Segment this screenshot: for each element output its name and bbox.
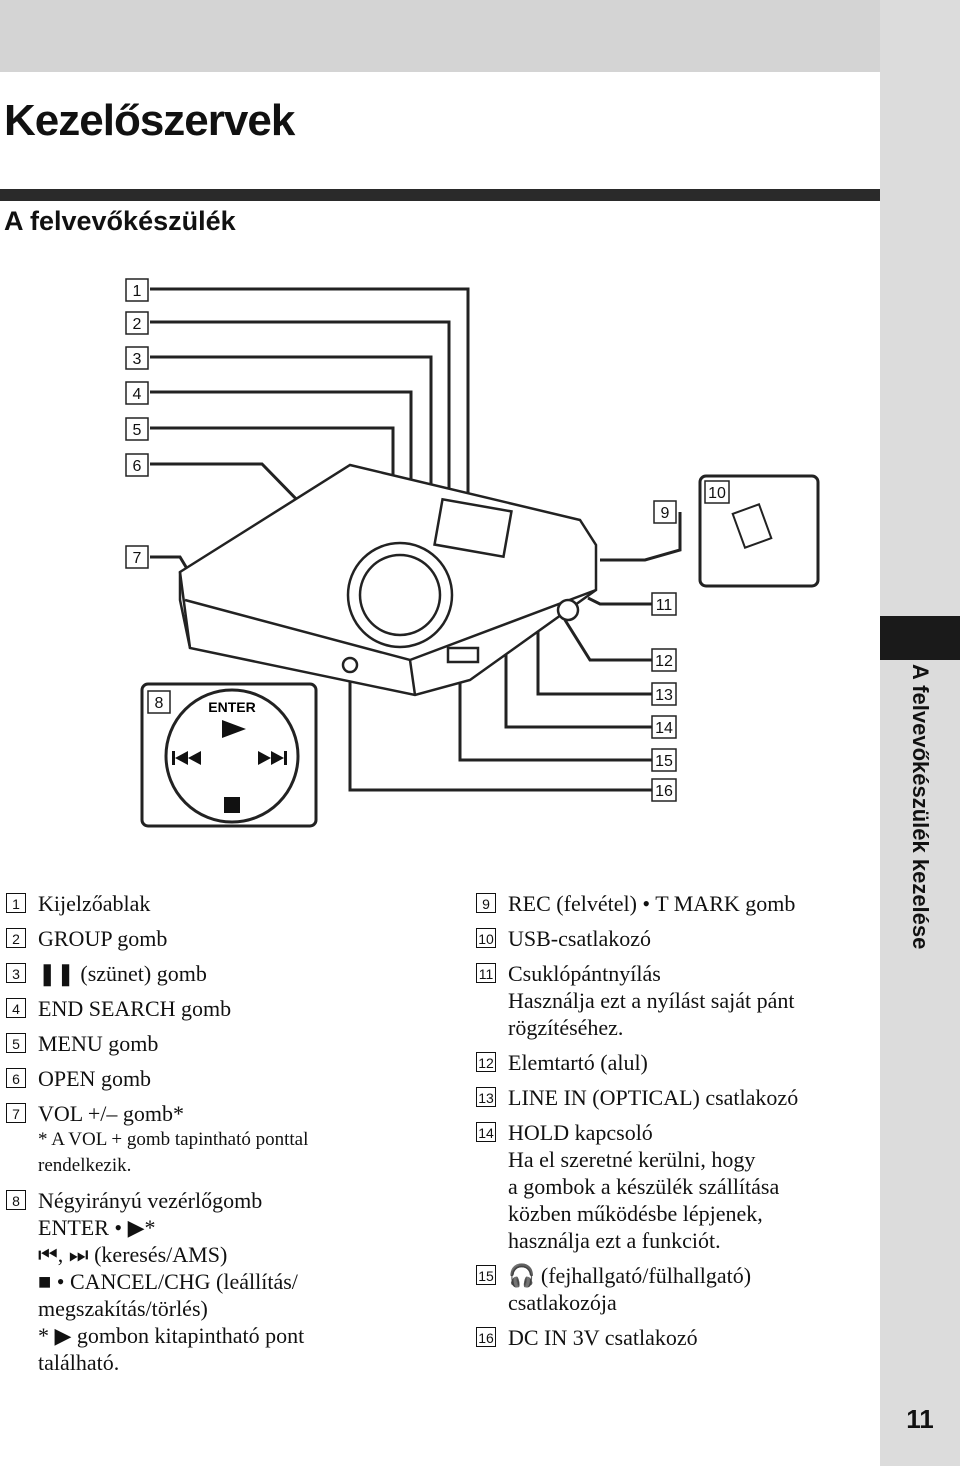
control-pad-inset: ENTER <box>140 682 318 828</box>
svg-text:10: 10 <box>708 485 726 502</box>
svg-text:1: 1 <box>133 283 142 300</box>
svg-text:14: 14 <box>655 720 673 737</box>
svg-text:5: 5 <box>133 422 142 439</box>
svg-text:2: 2 <box>133 316 142 333</box>
svg-text:9: 9 <box>661 505 670 522</box>
device-illustration: ENTER 1 2 3 4 5 6 7 8 9 10 11 12 13 14 1… <box>125 278 820 828</box>
title-rule <box>0 189 880 201</box>
svg-text:11: 11 <box>656 597 673 614</box>
svg-text:7: 7 <box>133 550 142 567</box>
svg-text:8: 8 <box>155 695 164 712</box>
list-item: 15🎧 (fejhallgató/fülhallgató)csatlakozój… <box>476 1262 876 1316</box>
section-subtitle: A felvevőkészülék <box>4 206 236 236</box>
svg-text:3: 3 <box>133 351 142 368</box>
section-tab <box>880 616 960 660</box>
svg-text:12: 12 <box>655 653 673 670</box>
svg-text:ENTER: ENTER <box>208 699 255 715</box>
page-number: 11 <box>906 1404 934 1434</box>
header-band <box>0 0 880 72</box>
svg-text:16: 16 <box>655 783 673 800</box>
svg-text:6: 6 <box>133 458 142 475</box>
svg-text:4: 4 <box>133 386 142 403</box>
list-item: 3❚❚ (szünet) gomb <box>6 960 426 987</box>
section-side-label: A felvevőkészülék kezelése <box>908 664 933 950</box>
svg-text:15: 15 <box>655 753 673 770</box>
page-title: Kezelőszervek <box>4 96 295 145</box>
side-band <box>880 0 960 1466</box>
svg-text:13: 13 <box>655 687 673 704</box>
